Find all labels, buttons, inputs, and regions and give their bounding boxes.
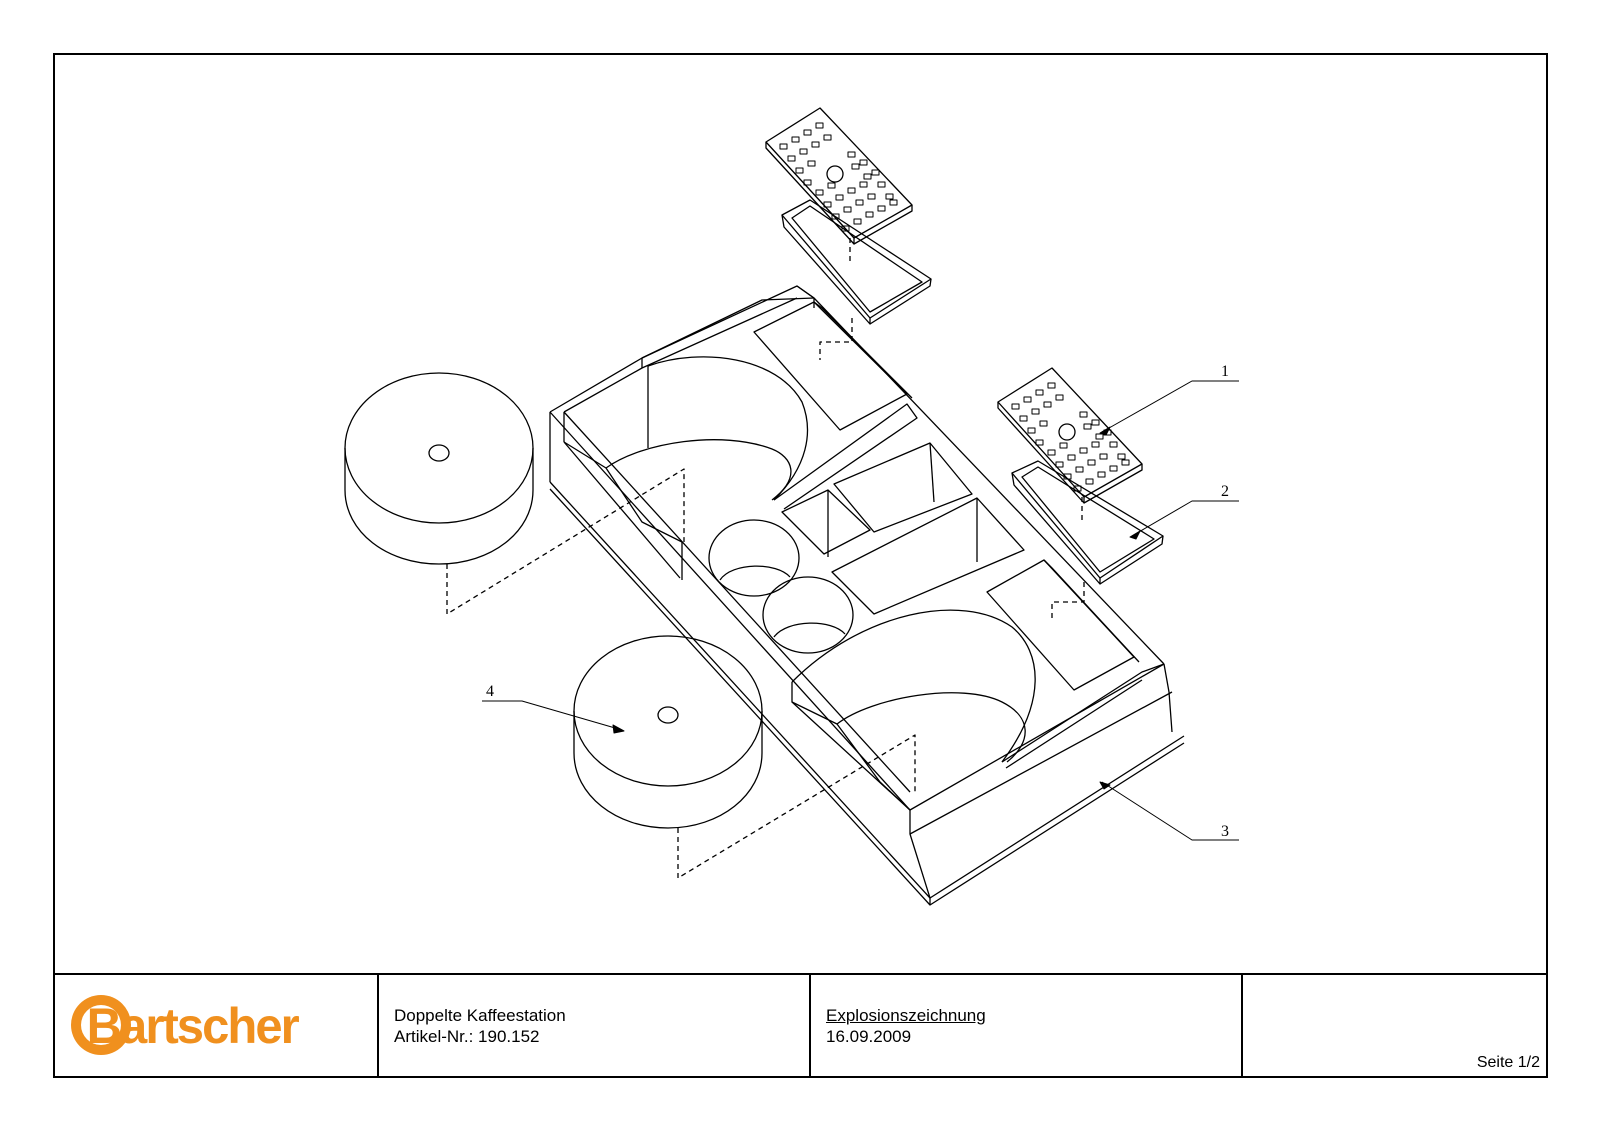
lower-grid-plate	[997, 367, 1143, 618]
callout-2: 2	[1221, 483, 1229, 500]
logo-text: Bartscher	[87, 999, 300, 1055]
document-type: Explosionszeichnung	[826, 1006, 986, 1025]
article-number: Artikel-Nr.: 190.152	[394, 1027, 540, 1046]
right-cup-recess	[791, 609, 1165, 811]
callout-1: 1	[1221, 363, 1229, 380]
cup-holes	[708, 519, 854, 654]
title-block-document-cell: Explosionszeichnung 16.09.2009	[811, 973, 1243, 1078]
callout-3: 3	[1221, 823, 1229, 840]
drawing-sheet: 1 2 3 4 Bartscher Doppelte Kaffeestation…	[53, 53, 1548, 1078]
upper-grid-plate	[765, 107, 913, 360]
left-cup-recess	[563, 356, 918, 580]
left-grid-compartment	[753, 301, 913, 431]
lower-cylinder	[573, 635, 916, 879]
callout-leaders	[482, 380, 1239, 841]
product-name: Doppelte Kaffeestation	[394, 1006, 566, 1025]
upper-drip-tray	[781, 199, 932, 325]
lower-drip-tray	[1011, 460, 1164, 585]
title-block-logo-cell: Bartscher	[55, 973, 379, 1078]
exploded-view-drawing: 1 2 3 4	[344, 107, 1239, 906]
page-number: Seite 1/2	[1476, 1054, 1540, 1071]
callout-4: 4	[486, 683, 494, 700]
middle-compartments	[781, 442, 1025, 615]
upper-cylinder	[344, 372, 685, 615]
title-block-page-cell: Seite 1/2	[1243, 973, 1548, 1078]
title-block-product-cell: Doppelte Kaffeestation Artikel-Nr.: 190.…	[379, 973, 811, 1078]
base-tray	[549, 285, 1185, 906]
document-date: 16.09.2009	[826, 1027, 912, 1046]
right-grid-compartment	[986, 559, 1140, 691]
bartscher-logo: Bartscher	[71, 995, 301, 1055]
